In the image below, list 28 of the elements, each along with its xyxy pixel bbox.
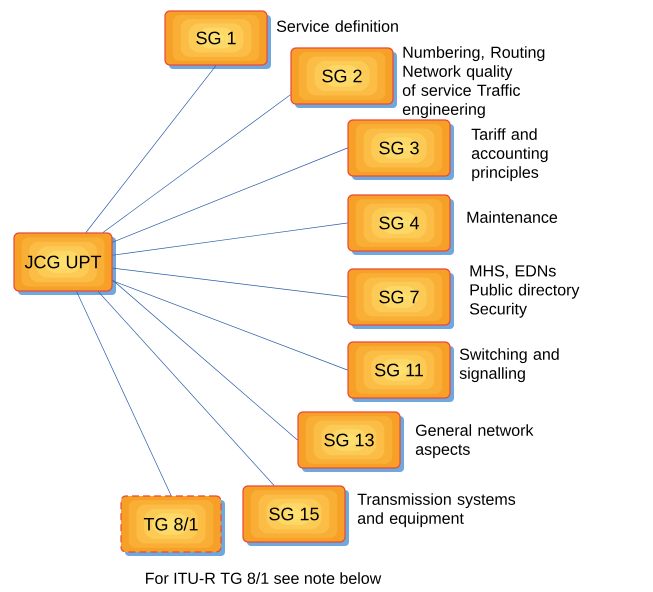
connector-line (86, 65, 216, 233)
study-group-box: SG 7 (347, 268, 454, 329)
note-text: For ITU-R TG 8/1 see note below (146, 572, 382, 584)
study-group-box: JCG UPT (13, 232, 116, 295)
connector-line (76, 291, 172, 496)
connector-line (112, 280, 298, 440)
connector-line (98, 291, 274, 486)
description-text: Numbering, Routing Network quality of service Traffic engineering (402, 46, 544, 118)
description-text: Switching and signalling (460, 348, 559, 382)
study-group-box: SG 15 (242, 485, 349, 546)
connector-line (112, 222, 348, 256)
task-group-box: TG 8/1 (120, 495, 225, 556)
description-text: Service definition (276, 20, 398, 32)
connector-line (112, 268, 348, 298)
description-text: MHS, EDNs Public directory Security (470, 265, 580, 318)
study-group-box: SG 3 (347, 119, 454, 180)
description-text: Tariff and accounting principles (472, 128, 548, 182)
description-text: General network aspects (416, 424, 534, 458)
description-text: Transmission systems and equipment (358, 493, 516, 528)
connector-line (112, 148, 348, 242)
study-group-box: SG 2 (290, 47, 397, 108)
connector-line (112, 280, 348, 370)
study-group-box: SG 1 (164, 10, 271, 69)
study-group-box: SG 13 (297, 411, 404, 472)
study-group-box: SG 4 (347, 194, 454, 255)
study-group-box: SG 11 (347, 341, 454, 402)
description-text: Maintenance (468, 211, 558, 223)
connector-line (102, 94, 291, 233)
